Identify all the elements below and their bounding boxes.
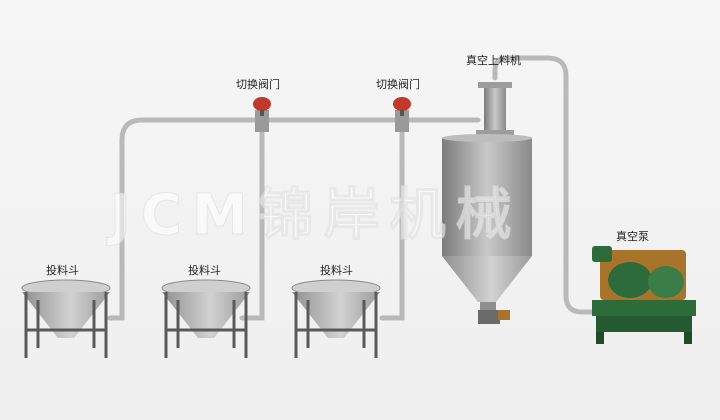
valve-2-graphic — [393, 97, 411, 132]
vacuum-pipe — [492, 55, 603, 315]
hopper-3-graphic — [291, 279, 381, 358]
hopper-1-graphic — [21, 279, 111, 358]
valve-1-graphic — [253, 97, 271, 132]
feed-pipe-3 — [379, 297, 405, 321]
hopper-3-label: 投料斗 — [320, 264, 353, 277]
hopper-2-label: 投料斗 — [188, 264, 221, 277]
vacuum-pump-label: 真空泵 — [616, 230, 649, 243]
watermark: JCM锦岸机械 — [110, 183, 522, 249]
vacuum-loader-label: 真空上料机 — [466, 54, 521, 67]
vacuum-loader-graphic — [442, 82, 532, 324]
pipeline — [107, 55, 603, 321]
vacuum-pump-graphic — [592, 246, 696, 344]
valve-1-label: 切换阀门 — [236, 78, 280, 91]
main-pipe — [107, 117, 481, 321]
hopper-1-label: 投料斗 — [46, 264, 79, 277]
feed-pipe-2 — [239, 297, 265, 321]
valve-2-label: 切换阀门 — [376, 78, 420, 91]
hopper-2-graphic — [161, 279, 251, 358]
